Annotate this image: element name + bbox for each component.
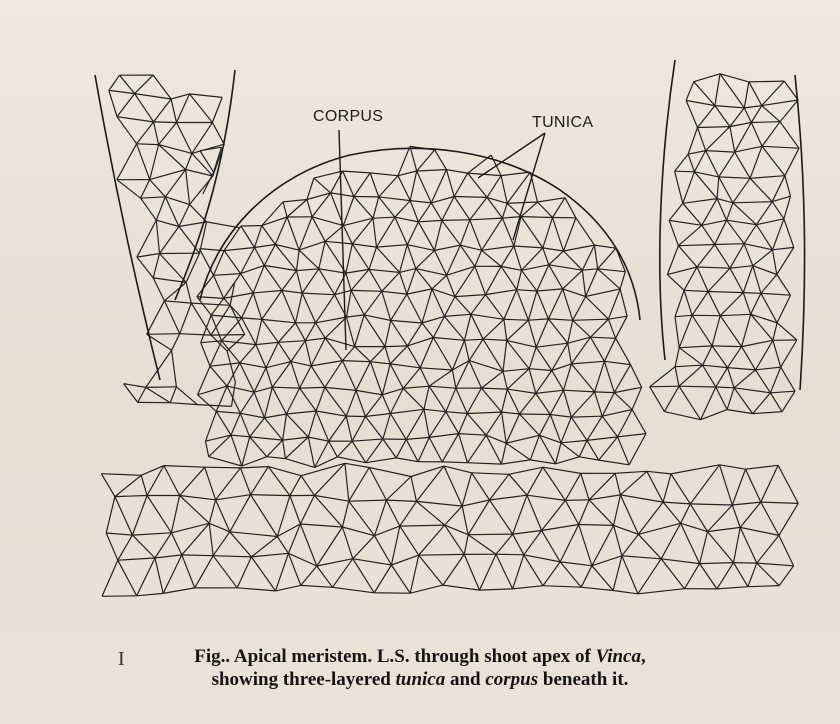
caption-genus: Vinca bbox=[596, 646, 641, 667]
corpus-label: CORPUS bbox=[313, 108, 383, 125]
caption-fig-label: Fig.. bbox=[194, 646, 230, 667]
caption-text-2: showing three-layered bbox=[212, 669, 396, 690]
tunica-leader-2 bbox=[513, 133, 545, 240]
caption-tunica: tunica bbox=[396, 669, 446, 690]
apical-meristem-diagram: CORPUS TUNICA bbox=[0, 0, 840, 640]
figure-caption: Fig.. Apical meristem. L.S. through shoo… bbox=[0, 645, 840, 691]
right-leaf-outline bbox=[660, 60, 675, 360]
caption-corpus: corpus bbox=[485, 669, 538, 690]
tunica-label: TUNICA bbox=[532, 114, 593, 131]
caption-and: and bbox=[445, 669, 485, 690]
dome-outline bbox=[200, 148, 640, 320]
caption-line-1: Fig.. Apical meristem. L.S. through shoo… bbox=[0, 645, 840, 668]
caption-comma: , bbox=[641, 646, 646, 667]
cell-network bbox=[101, 74, 799, 597]
right-leaf-outline-inner bbox=[795, 75, 805, 390]
caption-end: beneath it. bbox=[538, 669, 628, 690]
caption-text: Apical meristem. L.S. through shoot apex… bbox=[234, 646, 596, 667]
tunica-leader-1 bbox=[478, 133, 545, 178]
corpus-leader bbox=[339, 130, 346, 350]
caption-line-2: showing three-layered tunica and corpus … bbox=[0, 668, 840, 691]
